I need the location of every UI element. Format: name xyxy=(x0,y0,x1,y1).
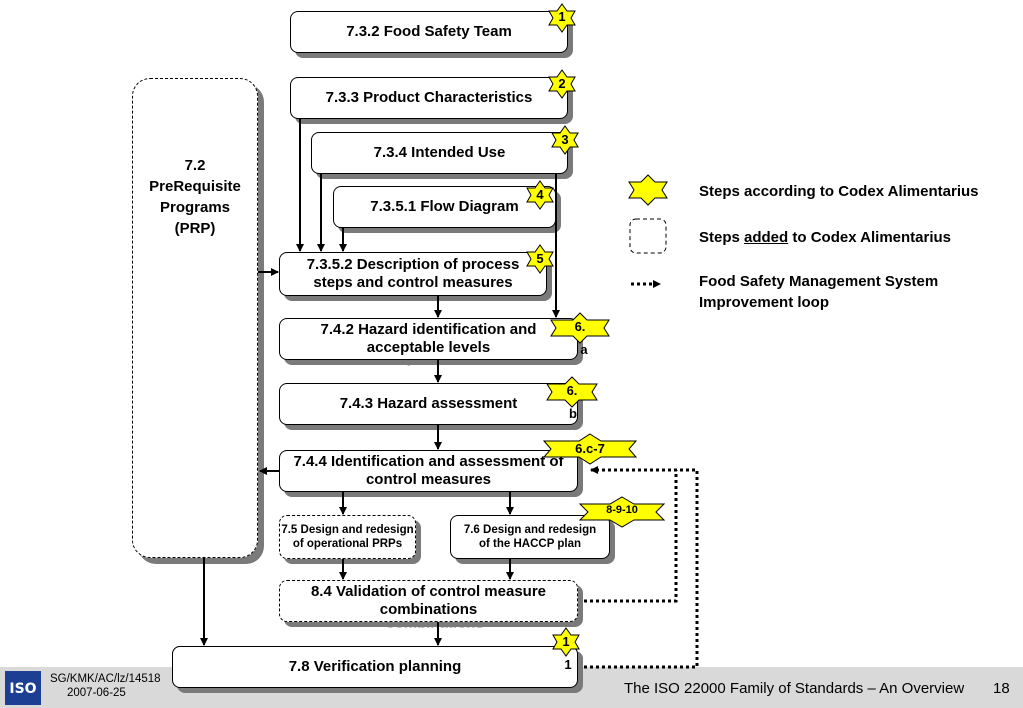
loop-validation-to-744 xyxy=(584,470,678,603)
star-icon-2 xyxy=(548,69,576,99)
badge-6c7: 6.c-7 xyxy=(575,441,605,456)
box-operational-prps-line2: of operational PRPs xyxy=(292,538,403,550)
legend-loop-line2: Improvement loop xyxy=(699,294,830,311)
badge-11-bottom: 1 xyxy=(564,657,572,672)
badge-8910: 8-9-10 xyxy=(606,504,638,516)
box-food-safety-team: 7.3.2 Food Safety Team xyxy=(290,11,568,53)
footer-date: 2007-06-25 xyxy=(67,687,126,699)
star-icon-3 xyxy=(551,125,579,155)
badge-6a-top: 6. xyxy=(574,319,586,334)
legend-star-icon xyxy=(628,174,668,206)
badge-6a-bottom: a xyxy=(580,342,588,357)
box-description-process-line2: steps and control measures xyxy=(313,274,513,291)
box-operational-prps: 7.5 Design and redesign of operational PR… xyxy=(279,515,416,559)
box-control-measures-line2: control measures xyxy=(365,471,492,488)
star-icon-8910 xyxy=(578,496,666,528)
box-hazard-assessment: 7.4.3 Hazard assessment xyxy=(279,383,578,425)
prp-line2: Programs xyxy=(159,199,231,216)
legend-added-post: to Codex Alimentarius xyxy=(788,229,952,246)
prp-number: 7.2 xyxy=(184,157,206,174)
box-haccp-plan: 7.6 Design and redesign of the HACCP plan xyxy=(450,515,610,559)
legend-added-word: added xyxy=(744,229,789,246)
badge-1: 1 xyxy=(558,9,566,24)
box-intended-use-label: 7.3.4 Intended Use xyxy=(373,144,506,161)
box-description-process-line1: 7.3.5.2 Description of process xyxy=(306,256,520,273)
star-icon-1 xyxy=(548,3,576,33)
prp-line1: PreRequisite xyxy=(149,178,241,195)
prp-line3: (PRP) xyxy=(174,220,216,237)
box-verification-planning-front: 7.8 Verification planning xyxy=(172,646,578,688)
star-icon-6c7 xyxy=(542,433,638,465)
footer-title: The ISO 22000 Family of Standards – An O… xyxy=(624,680,965,697)
footer-code: SG/KMK/AC/lz/14518 2007-06-25 xyxy=(50,672,170,700)
prp-box: 7.2 PreRequisite Programs (PRP) xyxy=(132,78,258,558)
box-verification-planning-front-label: 7.8 Verification planning xyxy=(288,658,462,675)
legend-codex-label: Steps according to Codex Alimentarius xyxy=(699,183,979,200)
box-hazard-assessment-label: 7.4.3 Hazard assessment xyxy=(339,395,518,412)
box-validation-line2: combinations xyxy=(379,601,478,618)
box-haccp-plan-line1: 7.6 Design and redesign xyxy=(463,524,597,536)
box-food-safety-team-label: 7.3.2 Food Safety Team xyxy=(346,23,512,40)
legend-dashed-box-icon xyxy=(629,218,667,254)
badge-3: 3 xyxy=(561,132,569,147)
legend-loop-label: Food Safety Management System Improvemen… xyxy=(699,271,938,313)
legend-added-pre: Steps xyxy=(699,229,745,246)
loop-verification-to-744 xyxy=(584,466,699,669)
box-flow-diagram-label: 7.3.5.1 Flow Diagram xyxy=(370,198,519,215)
legend-loop-line1: Food Safety Management System xyxy=(699,273,939,290)
star-icon-4 xyxy=(526,180,554,210)
iso-logo: ISO xyxy=(5,671,41,705)
box-operational-prps-line1: 7.5 Design and redesign xyxy=(281,524,414,536)
badge-6b-bottom: b xyxy=(569,406,577,421)
box-control-measures-line1: 7.4.4 Identification and assessment of xyxy=(293,453,564,470)
box-product-characteristics-label: 7.3.3 Product Characteristics xyxy=(325,89,533,106)
box-hazard-identification-line1: 7.4.2 Hazard identification and xyxy=(320,321,537,338)
badge-6b-top: 6. xyxy=(566,383,578,398)
badge-2: 2 xyxy=(558,76,566,91)
footer-code-id: SG/KMK/AC/lz/14518 xyxy=(50,673,161,685)
badge-4: 4 xyxy=(536,187,544,202)
box-flow-diagram: 7.3.5.1 Flow Diagram xyxy=(333,186,556,228)
star-icon-11 xyxy=(552,627,580,657)
box-hazard-identification-line2: acceptable levels xyxy=(366,339,491,356)
star-icon-5 xyxy=(526,244,554,274)
box-haccp-plan-line2: of the HACCP plan xyxy=(478,538,581,550)
box-product-characteristics: 7.3.3 Product Characteristics xyxy=(290,77,568,119)
box-validation-line1: 8.4 Validation of control measure xyxy=(310,583,547,600)
badge-11-top: 1 xyxy=(562,634,570,649)
legend-added-label: Steps added to Codex Alimentarius xyxy=(699,227,951,248)
box-intended-use: 7.3.4 Intended Use xyxy=(311,132,568,174)
iso-logo-text: ISO xyxy=(9,681,37,697)
badge-5: 5 xyxy=(536,251,544,266)
star-icon-6b xyxy=(546,376,598,408)
star-icon-6a xyxy=(550,312,610,344)
footer-page-number: 18 xyxy=(993,680,1010,697)
